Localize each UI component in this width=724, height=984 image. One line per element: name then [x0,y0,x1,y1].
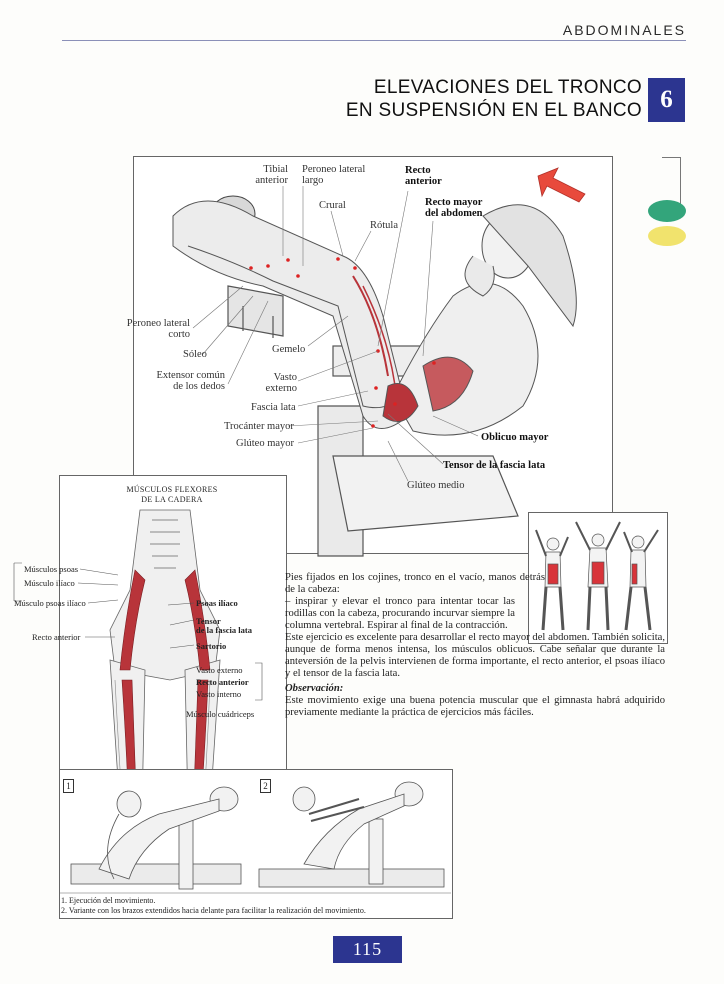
figure-2 [575,521,621,631]
title-line-1: ELEVACIONES DEL TRONCO [373,77,642,98]
hip-flexor-anatomy-illustration [109,509,221,811]
label-recto-anterior-right: Recto anterior [196,677,249,687]
label-musculos-psoas: Músculos psoas [24,564,79,574]
head-illustration [464,204,577,328]
green-level-dot [648,200,686,222]
label-tensor-line1: Tensor [196,616,221,626]
muscle-figures-illustration [535,521,659,631]
figure-3 [623,529,659,631]
description-intro: Pies fijados en los cojines, tronco en e… [285,572,545,595]
page-number: 115 [333,936,402,963]
label-vasto-externo-inset: Vasto externo [196,665,243,675]
title-line-2: EN SUSPENSIÓN EN EL BANCO [345,100,642,121]
variant-2-illustration [258,781,445,888]
sequence-number-1: 1 [63,779,74,793]
side-bracket [662,157,681,218]
label-crural: Crural [319,200,346,211]
description-steps: – inspirar y elevar el tronco para inten… [285,596,515,631]
label-tensor-fascia-lata: Tensor de la fascia lata [443,460,546,471]
label-soleo: Sóleo [183,349,207,360]
caption-2: 2. Variante con los brazos extendidos ha… [61,906,366,915]
label-musculo-iliaco: Músculo ilíaco [24,578,75,588]
exercise-title: ELEVACIONES DEL TRONCO EN SUSPENSIÓN EN … [346,76,642,122]
label-psoas-iliaco-right: Psoas ilíaco [196,598,238,608]
label-gluteo-medio: Glúteo medio [407,480,465,491]
muscle-marker-dots [249,257,436,428]
header-rule [62,40,686,41]
running-head: ABDOMINALES [562,22,686,38]
caption-1: 1. Ejecución del movimiento. [61,896,156,905]
exercise-description: Pies fijados en los cojines, tronco en e… [285,572,665,719]
label-fascia-lata: Fascia lata [251,402,296,413]
sequence-illustrations [59,781,451,894]
exercise-number-badge: 6 [648,78,685,122]
main-illustration [172,167,586,557]
observation-text: Este movimiento exige una buena potencia… [285,695,665,718]
label-vasto-interno: Vasto interno [196,689,242,699]
label-musculo-cuadriceps: Músculo cuádriceps [186,709,255,719]
label-trocanter-mayor: Trocánter mayor [224,421,294,432]
description-benefits: Este ejercicio es excelente para desarro… [285,632,665,679]
variant-1-illustration [70,786,242,890]
legs-illustration [172,200,409,429]
yellow-level-dot [648,226,686,246]
label-leader-lines [192,186,479,482]
torso-illustration [382,282,539,436]
figure-1 [535,529,569,631]
sequence-number-2: 2 [260,779,271,793]
label-gluteo-mayor: Glúteo mayor [236,438,295,449]
label-rotula: Rótula [370,220,398,231]
label-tensor-line2: de la fascia lata [196,625,252,635]
observation-heading: Observación: [285,683,344,694]
label-gemelo: Gemelo [272,344,306,355]
movement-arrow-icon [537,167,586,203]
label-recto-anterior-left: Recto anterior [32,632,81,642]
label-sartorio: Sartorio [196,641,227,651]
label-oblicuo-mayor: Oblicuo mayor [481,432,549,443]
label-musculo-psoas-iliaco: Músculo psoas ilíaco [14,598,86,608]
